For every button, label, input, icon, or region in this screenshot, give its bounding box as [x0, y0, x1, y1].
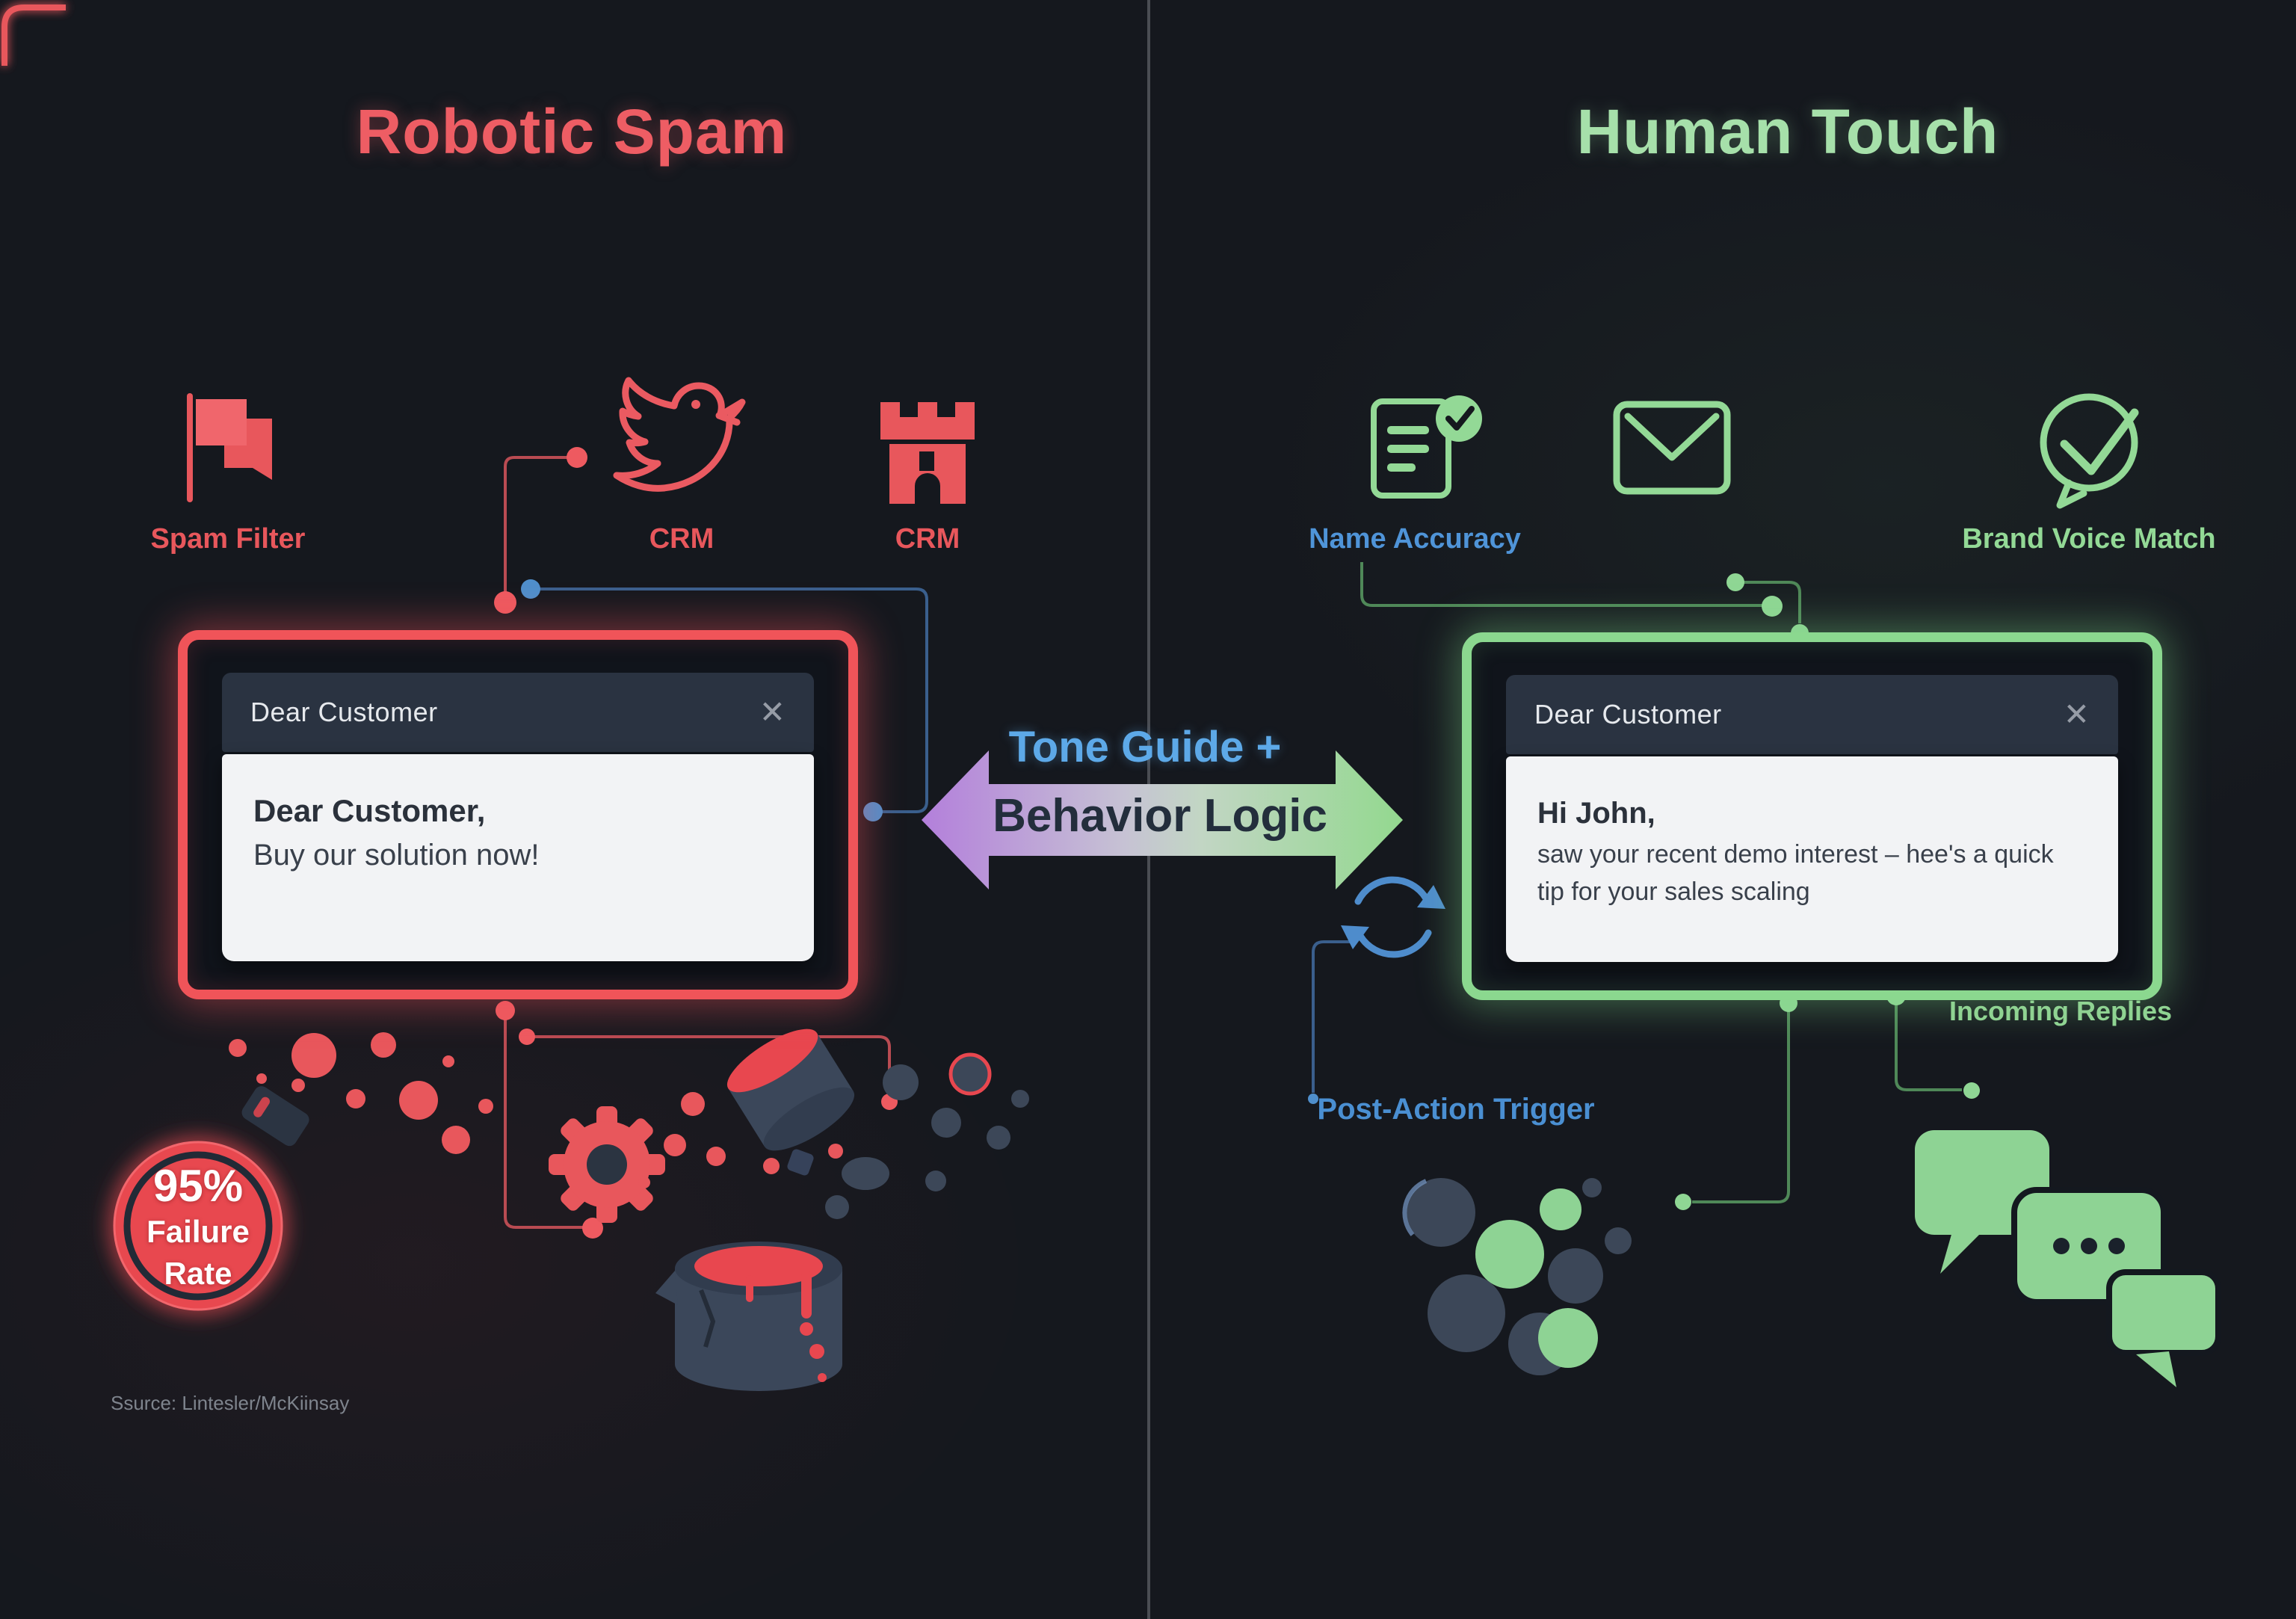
failure-badge [107, 1032, 493, 1317]
incoming-replies-label: Incoming Replies [1949, 996, 2173, 1026]
broken-pot [655, 1242, 842, 1391]
bomb-fuse [241, 1086, 309, 1147]
spark-splatter [229, 1032, 493, 1154]
spam-window-title: Dear Customer [250, 697, 438, 727]
post-action-trigger-label: Post-Action Trigger [1317, 1093, 1595, 1126]
spam-window-close-icon[interactable]: ✕ [759, 694, 786, 730]
name-accuracy-label: Name Accuracy [1309, 523, 1521, 555]
document-check-icon [1371, 395, 1482, 499]
spam-window-titlebar: Dear Customer ✕ [222, 673, 814, 752]
spam-email-window: Dear Customer ✕ Dear Customer, Buy our s… [178, 630, 858, 999]
arrow-label-line1: Tone Guide + [1008, 723, 1282, 771]
human-body-line1: Hi John, [1537, 797, 1655, 830]
debris-dark [787, 1052, 1029, 1219]
castle-icon [880, 402, 975, 504]
failure-rate-word2: Rate [164, 1256, 232, 1291]
refresh-icon [1341, 876, 1445, 958]
failure-rate-value: 95% [152, 1161, 244, 1211]
left-panel-title: Robotic Spam [356, 96, 788, 167]
spam-window-body: Dear Customer, Buy our solution now! [222, 754, 814, 961]
human-window-title: Dear Customer [1534, 699, 1722, 730]
gear-icon [549, 1106, 665, 1223]
crm-bird-label: CRM [649, 523, 715, 555]
human-email-window: Dear Customer ✕ Hi John, saw your recent… [1462, 632, 2162, 1000]
circles-cluster-illustration [1402, 1178, 1632, 1375]
arrow-label-line2: Behavior Logic [993, 790, 1327, 842]
human-window-body: Hi John, saw your recent demo interest –… [1506, 756, 2118, 962]
explosion-illustration [549, 1029, 1029, 1391]
flying-cylinder [726, 1029, 855, 1151]
right-panel-title: Human Touch [1576, 96, 1999, 167]
brand-voice-label: Brand Voice Match [1962, 523, 2216, 555]
spam-body-line2: Buy our solution now! [253, 839, 540, 872]
bird-icon [613, 377, 746, 492]
corner-decor [1, 4, 66, 66]
flag-icon [187, 393, 272, 502]
debris-red [638, 1092, 843, 1188]
envelope-icon [1613, 401, 1731, 495]
human-body-line3: tip for your sales scaling [1537, 878, 1810, 906]
chat-bubbles-illustration [1915, 1130, 2221, 1387]
crm-castle-label: CRM [895, 523, 960, 555]
human-body-line2: saw your recent demo interest – hee's a … [1537, 840, 2054, 869]
human-window-close-icon[interactable]: ✕ [2063, 697, 2090, 732]
left-connectors [494, 447, 928, 1239]
source-note: Ssurce: Lintesler/McKiinsay [111, 1392, 350, 1414]
human-window-titlebar: Dear Customer ✕ [1506, 675, 2118, 754]
spam-filter-label: Spam Filter [150, 523, 306, 555]
failure-rate-word1: Failure [146, 1214, 250, 1249]
tone-arrow-shape [922, 750, 1403, 889]
speech-check-icon [2040, 393, 2139, 509]
spam-body-line1: Dear Customer, [253, 793, 486, 828]
